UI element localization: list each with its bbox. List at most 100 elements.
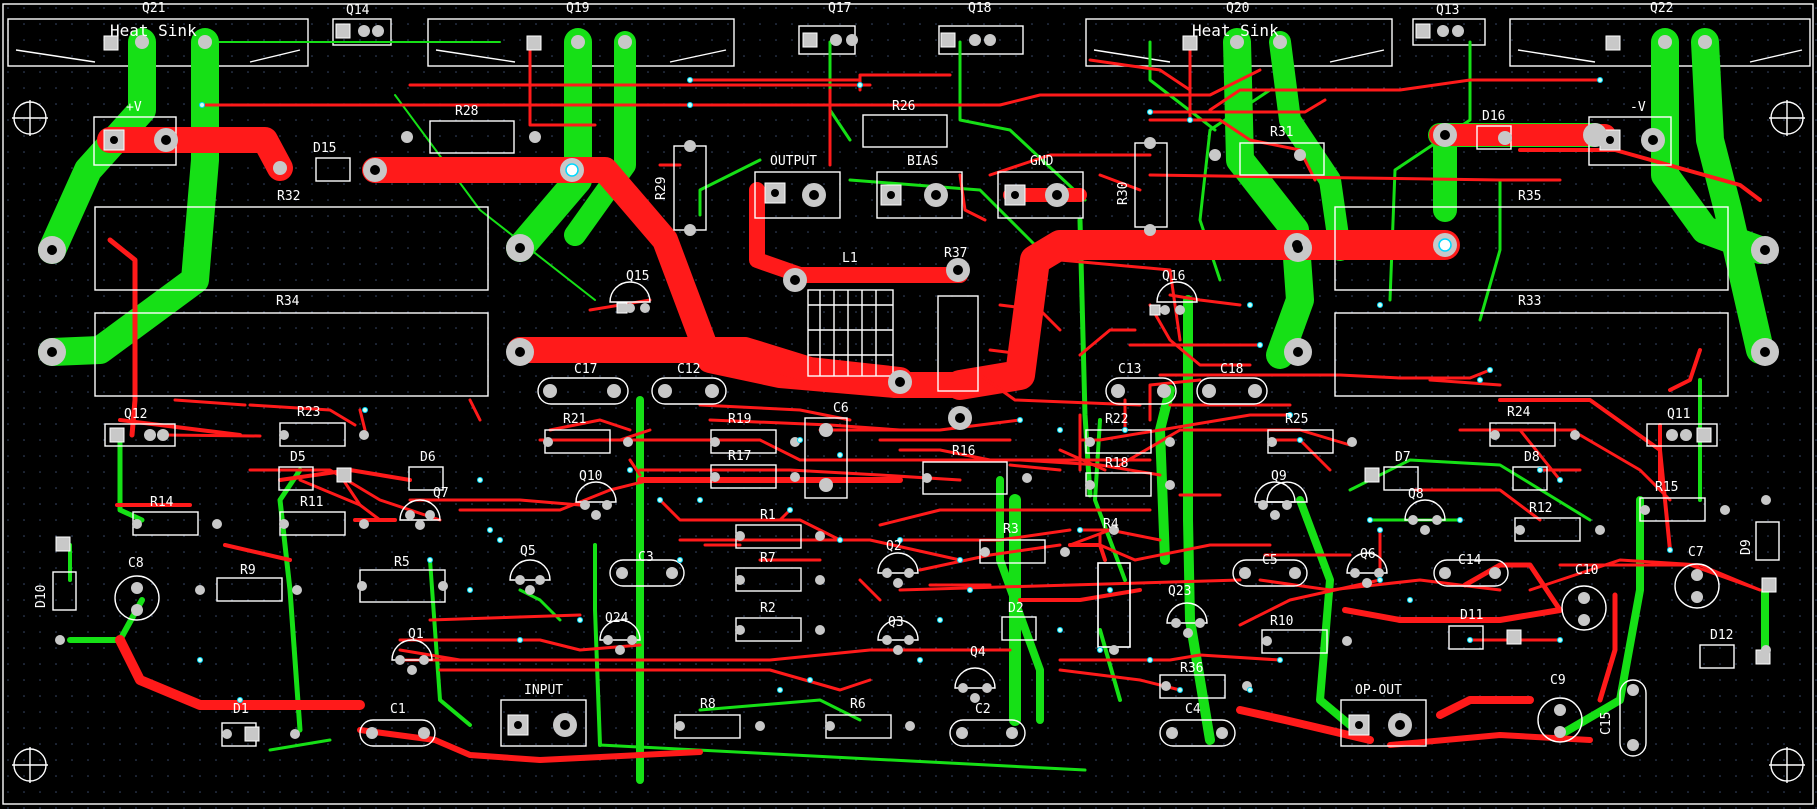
mounting-holes: [12, 100, 1805, 783]
label-op-out: OP-OUT: [1355, 683, 1402, 698]
heat-sink-label-right: Heat Sink: [1192, 21, 1279, 40]
label-minus-v: -V: [1630, 100, 1646, 115]
label-r31: R31: [1270, 125, 1293, 140]
label-r10: R10: [1270, 614, 1293, 629]
silkscreen-labels: Heat Sink Heat Sink Q21 Q14 Q19 Q17 Q18 …: [34, 1, 1754, 735]
label-output: OUTPUT: [770, 154, 817, 169]
pads: [38, 23, 1779, 751]
label-q3: Q3: [888, 615, 904, 630]
board-outline: [2, 3, 1814, 805]
label-c17: C17: [574, 362, 597, 377]
label-r4: R4: [1103, 517, 1119, 532]
label-r36: R36: [1180, 661, 1203, 676]
label-c13: C13: [1118, 362, 1141, 377]
heat-sink-label-left: Heat Sink: [110, 21, 197, 40]
label-r30: R30: [1116, 182, 1131, 205]
label-c14: C14: [1458, 553, 1482, 568]
label-r15: R15: [1655, 480, 1678, 495]
label-q11: Q11: [1667, 407, 1690, 422]
label-d11: D11: [1460, 608, 1483, 623]
label-r33: R33: [1518, 294, 1541, 309]
label-d1: D1: [233, 702, 249, 717]
label-plus-v: +V: [126, 100, 142, 115]
label-c12: C12: [677, 362, 700, 377]
label-q8: Q8: [1408, 487, 1424, 502]
label-r5: R5: [394, 555, 410, 570]
label-c4: C4: [1185, 702, 1201, 717]
vias: [197, 77, 1673, 703]
label-r17: R17: [728, 449, 751, 464]
label-q5: Q5: [520, 544, 536, 559]
label-input: INPUT: [524, 683, 563, 698]
label-r1: R1: [760, 508, 776, 523]
label-c3: C3: [638, 550, 654, 565]
label-d5: D5: [290, 450, 306, 465]
label-r22: R22: [1105, 412, 1128, 427]
label-d15: D15: [313, 141, 336, 156]
label-q14: Q14: [346, 3, 370, 18]
label-r24: R24: [1507, 405, 1531, 420]
label-r28: R28: [455, 104, 478, 119]
label-r21: R21: [563, 412, 586, 427]
label-c8: C8: [128, 556, 144, 571]
label-bias: BIAS: [907, 154, 938, 169]
label-r6: R6: [850, 697, 866, 712]
label-r14: R14: [150, 495, 174, 510]
label-d12: D12: [1710, 628, 1733, 643]
label-r3: R3: [1003, 522, 1019, 537]
label-q1: Q1: [408, 627, 424, 642]
label-r18: R18: [1105, 456, 1128, 471]
label-q15: Q15: [626, 269, 649, 284]
label-c15: C15: [1599, 712, 1614, 735]
label-r29: R29: [654, 177, 669, 200]
label-r19: R19: [728, 412, 751, 427]
label-r8: R8: [700, 697, 716, 712]
label-c1: C1: [390, 702, 406, 717]
label-c9: C9: [1550, 673, 1566, 688]
label-gnd: GND: [1030, 154, 1054, 169]
label-q2: Q2: [886, 539, 902, 554]
label-d9: D9: [1739, 539, 1754, 555]
label-r37: R37: [944, 246, 967, 261]
label-d10: D10: [34, 585, 49, 608]
label-q21: Q21: [142, 1, 165, 16]
label-c10: C10: [1575, 563, 1598, 578]
label-r7: R7: [760, 551, 776, 566]
label-d16: D16: [1482, 109, 1505, 124]
label-q10: Q10: [579, 469, 602, 484]
label-r2: R2: [760, 601, 776, 616]
label-q17: Q17: [828, 1, 851, 16]
label-c5: C5: [1262, 553, 1278, 568]
label-q24: Q24: [605, 611, 629, 626]
label-r16: R16: [952, 444, 975, 459]
label-r11: R11: [300, 495, 323, 510]
label-q23: Q23: [1168, 584, 1191, 599]
label-r9: R9: [240, 563, 256, 578]
label-q6: Q6: [1360, 547, 1376, 562]
label-r25: R25: [1285, 412, 1308, 427]
label-q20: Q20: [1226, 1, 1249, 16]
label-q12: Q12: [124, 407, 147, 422]
label-d6: D6: [420, 450, 436, 465]
label-c18: C18: [1220, 362, 1243, 377]
label-r35: R35: [1518, 189, 1541, 204]
label-d7: D7: [1395, 450, 1411, 465]
label-q13: Q13: [1436, 3, 1459, 18]
label-r23: R23: [297, 405, 320, 420]
label-q9: Q9: [1271, 469, 1287, 484]
label-q4: Q4: [970, 645, 986, 660]
label-q22: Q22: [1650, 1, 1673, 16]
label-d8: D8: [1524, 450, 1540, 465]
label-r32: R32: [277, 189, 300, 204]
label-c6: C6: [833, 401, 849, 416]
label-q7: Q7: [433, 486, 449, 501]
label-c2: C2: [975, 702, 991, 717]
label-r12: R12: [1529, 501, 1552, 516]
label-l1: L1: [842, 251, 858, 266]
label-q18: Q18: [968, 1, 991, 16]
label-c7: C7: [1688, 545, 1704, 560]
label-r34: R34: [276, 294, 300, 309]
label-q19: Q19: [566, 1, 589, 16]
label-d2: D2: [1008, 601, 1024, 616]
